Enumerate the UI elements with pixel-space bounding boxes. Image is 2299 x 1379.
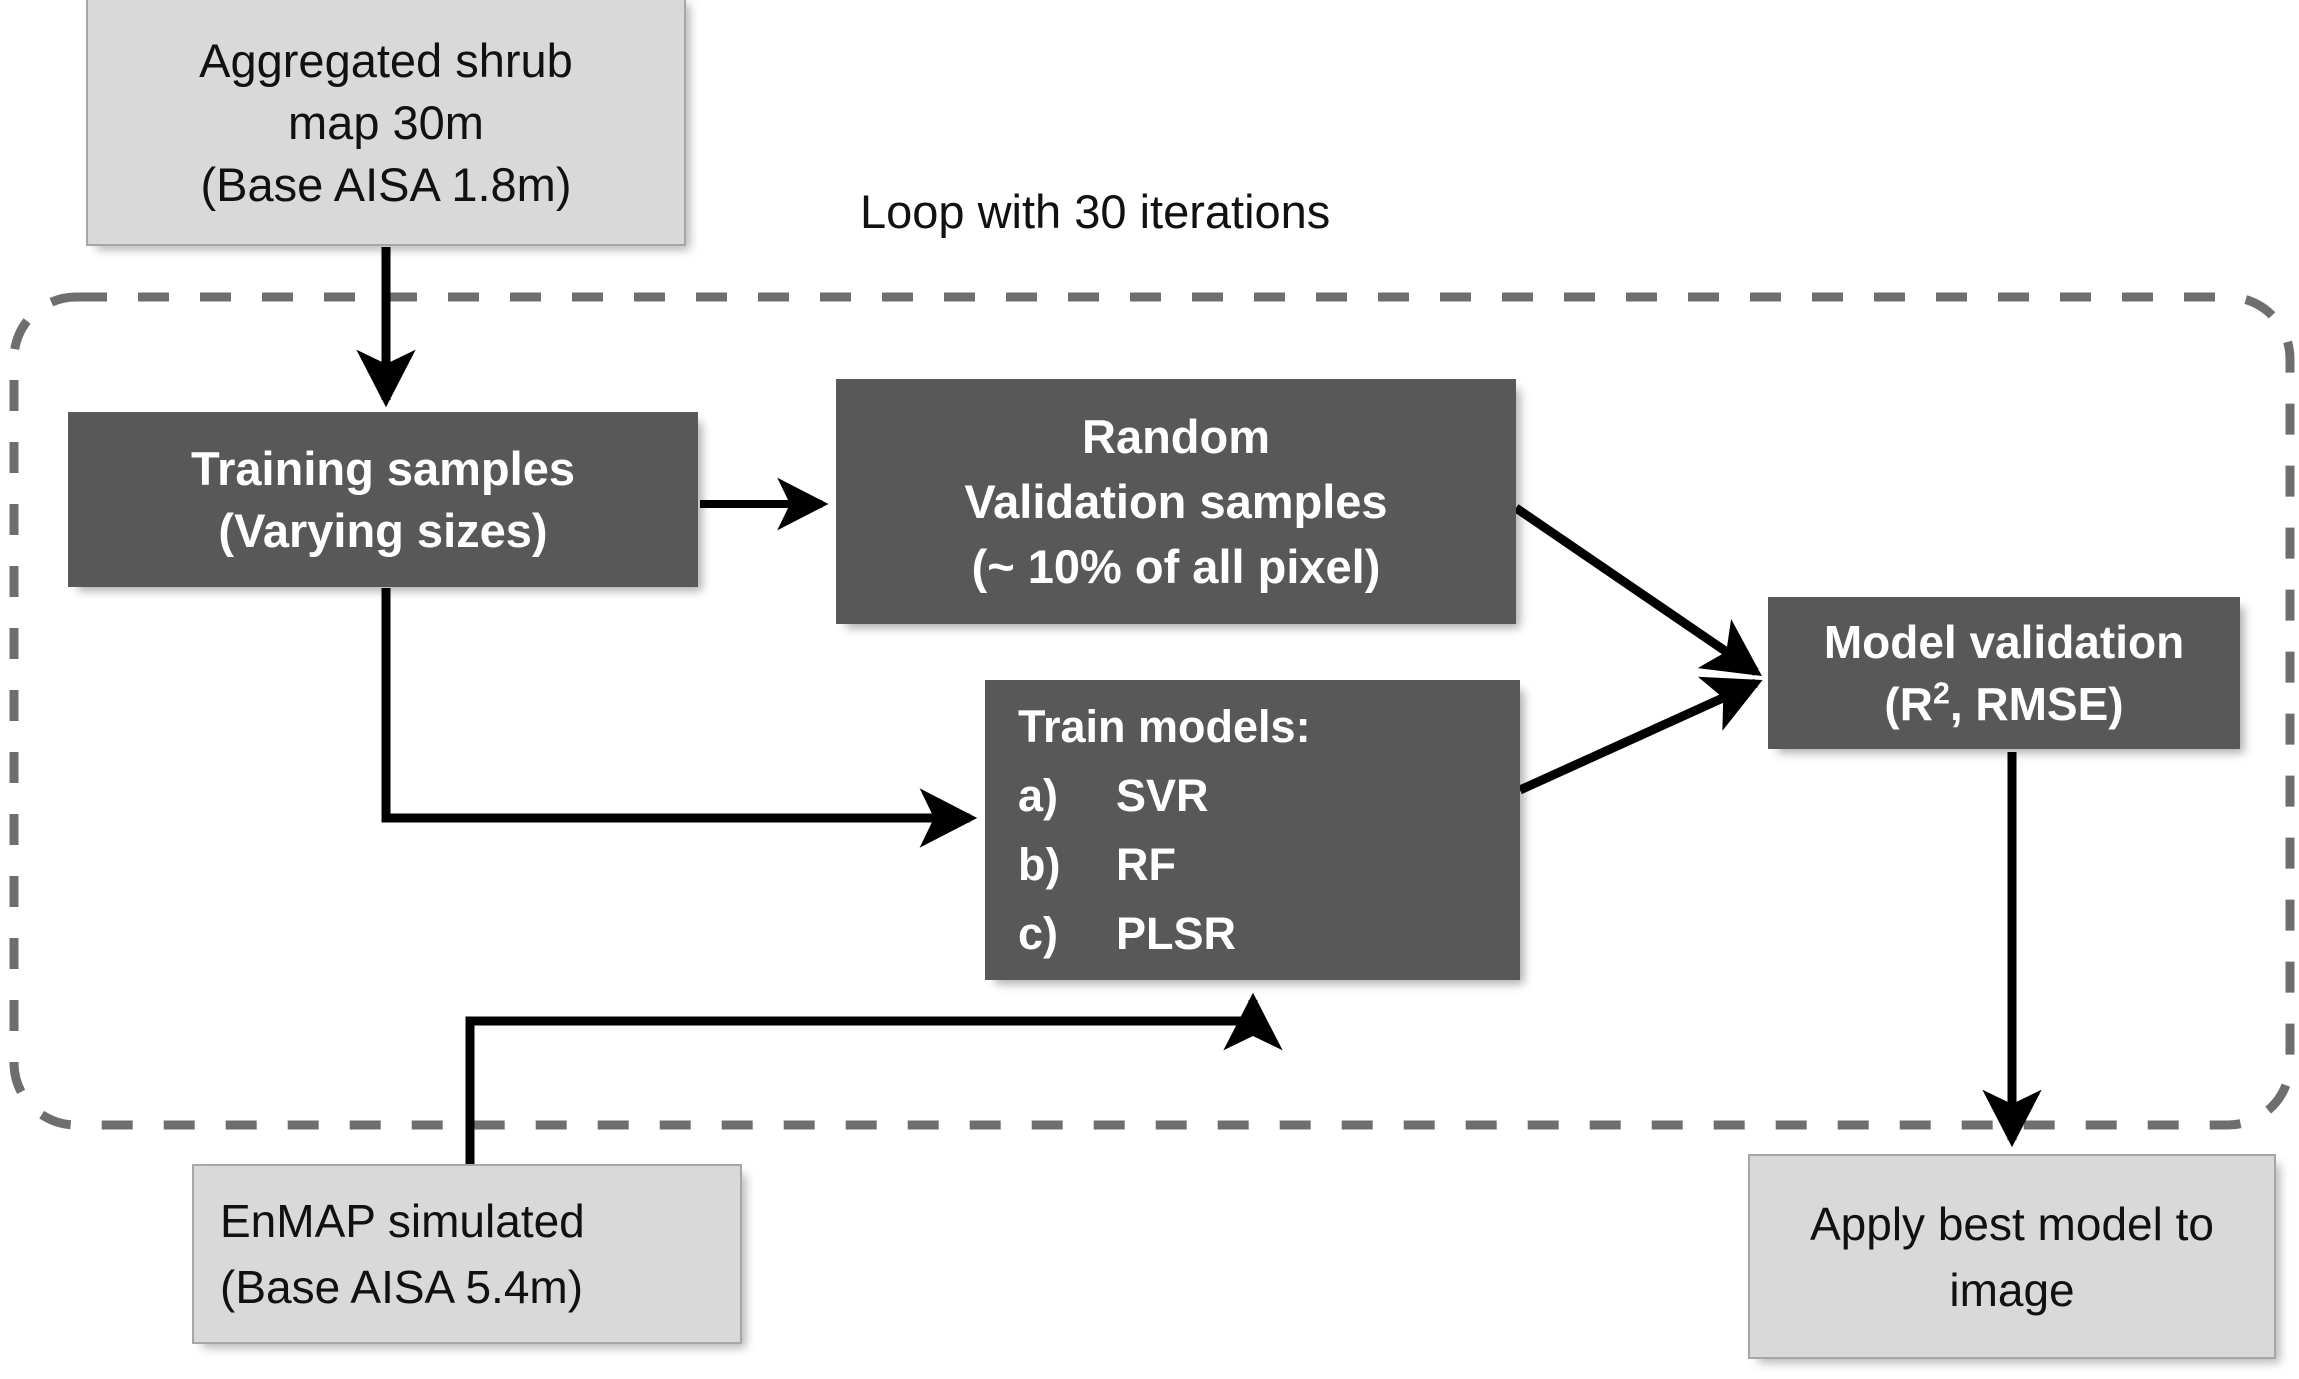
edge-validation-samples-to-model-validation <box>1513 504 1762 677</box>
node-line: (Base AISA 1.8m) <box>200 158 572 211</box>
edge-train-models-to-model-validation <box>1518 676 1763 795</box>
node-random-validation-samples[interactable]: Random Validation samples (~ 10% of all … <box>836 379 1516 624</box>
node-model-validation[interactable]: Model validation (R2, RMSE) <box>1768 597 2240 749</box>
train-models-item-key: c) <box>1018 908 1059 959</box>
node-line: Apply best model to <box>1809 1197 2214 1250</box>
node-line: (Base AISA 5.4m) <box>220 1261 584 1313</box>
node-training-samples[interactable]: Training samples (Varying sizes) <box>68 412 698 587</box>
train-models-item-value: SVR <box>1116 770 1209 821</box>
node-line: Random <box>1082 410 1270 463</box>
node-line: Model validation <box>1823 616 2185 668</box>
train-models-item-b: b) RF <box>1018 830 1519 899</box>
edge-enmap-to-train-models <box>465 992 1283 1166</box>
node-line: map 30m <box>288 96 484 149</box>
node-line: Aggregated shrub <box>199 34 573 87</box>
node-enmap-simulated[interactable]: EnMAP simulated (Base AISA 5.4m) <box>192 1164 742 1344</box>
node-aggregated-shrub-map[interactable]: Aggregated shrub map 30m (Base AISA 1.8m… <box>86 0 686 246</box>
train-models-item-key: a) <box>1018 770 1059 821</box>
train-models-item-c: c) PLSR <box>1018 899 1519 968</box>
train-models-heading: Train models: <box>1018 701 1311 752</box>
loop-label: Loop with 30 iterations <box>860 185 1331 238</box>
train-models-item-value: RF <box>1116 839 1176 890</box>
metrics-superscript: 2 <box>1932 677 1950 711</box>
train-models-item-a: a) SVR <box>1018 761 1519 830</box>
node-line: EnMAP simulated <box>220 1195 585 1247</box>
node-train-models[interactable]: Train models: a) SVR b) RF c) PLSR <box>985 680 1520 980</box>
metrics-prefix: (R <box>1884 678 1933 730</box>
node-line: Validation samples <box>964 475 1388 528</box>
node-apply-best-model[interactable]: Apply best model to image <box>1748 1154 2276 1359</box>
node-line-metrics: (R2, RMSE) <box>1769 673 2239 735</box>
train-models-item-key: b) <box>1018 839 1061 890</box>
metrics-suffix: , RMSE) <box>1949 678 2124 730</box>
train-models-item-value: PLSR <box>1116 908 1237 959</box>
node-line: (Varying sizes) <box>218 503 548 557</box>
node-line: (~ 10% of all pixel) <box>971 540 1381 593</box>
node-line: Training samples <box>191 441 575 495</box>
node-line: image <box>1949 1263 2075 1316</box>
